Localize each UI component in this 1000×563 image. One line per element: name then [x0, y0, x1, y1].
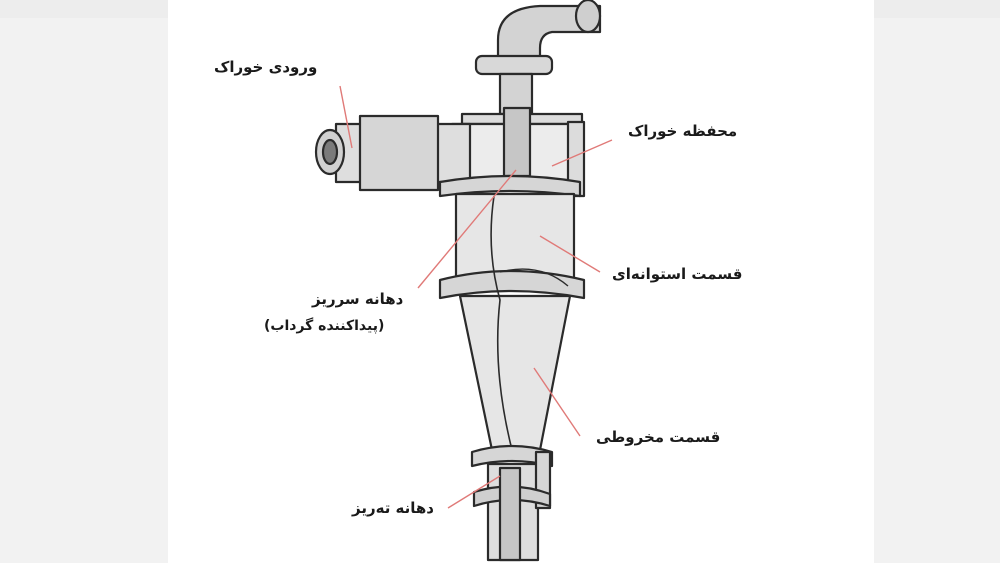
cutaway-edge — [490, 195, 513, 451]
conical-body — [458, 294, 572, 452]
leader-cylindrical — [539, 235, 601, 273]
right-bracket — [566, 120, 586, 198]
cylindrical-body — [454, 192, 576, 282]
leader-underflow — [447, 475, 501, 509]
top-elbow-opening — [574, 0, 602, 34]
label-feed-inlet: ورودی خوراک — [214, 58, 318, 76]
leader-lines — [339, 85, 613, 509]
hydrocyclone-body — [314, 0, 602, 562]
feed-inlet-bore — [321, 138, 339, 166]
leader-feed-chamber — [551, 139, 613, 167]
leader-feed-inlet — [339, 85, 353, 149]
vortex-finder-tube — [502, 106, 532, 178]
top-flange — [474, 54, 554, 76]
middle-flange — [438, 269, 586, 300]
label-overflow-nozzle: دهانه سرریز — [312, 290, 404, 308]
cutaway-edge-top — [499, 268, 569, 287]
background-band-right — [874, 0, 1000, 18]
label-conical-section: قسمت مخروطی — [596, 428, 721, 446]
leader-overflow-nozzle — [417, 169, 517, 289]
cylinder-top-flange — [438, 174, 582, 198]
leader-conical — [533, 367, 581, 437]
underflow-flange — [470, 444, 554, 468]
label-feed-chamber: محفظه خوراک — [628, 122, 738, 140]
label-cylindrical-section: قسمت استوانه‌ای — [612, 265, 743, 283]
label-underflow-nozzle: دهانه ته‌ریز — [352, 499, 435, 517]
underflow-inner — [498, 466, 522, 562]
background-band-left — [0, 0, 168, 18]
feed-inlet-collar — [358, 114, 440, 192]
label-vortex-finder: (پیداکننده گرداب) — [264, 318, 385, 334]
